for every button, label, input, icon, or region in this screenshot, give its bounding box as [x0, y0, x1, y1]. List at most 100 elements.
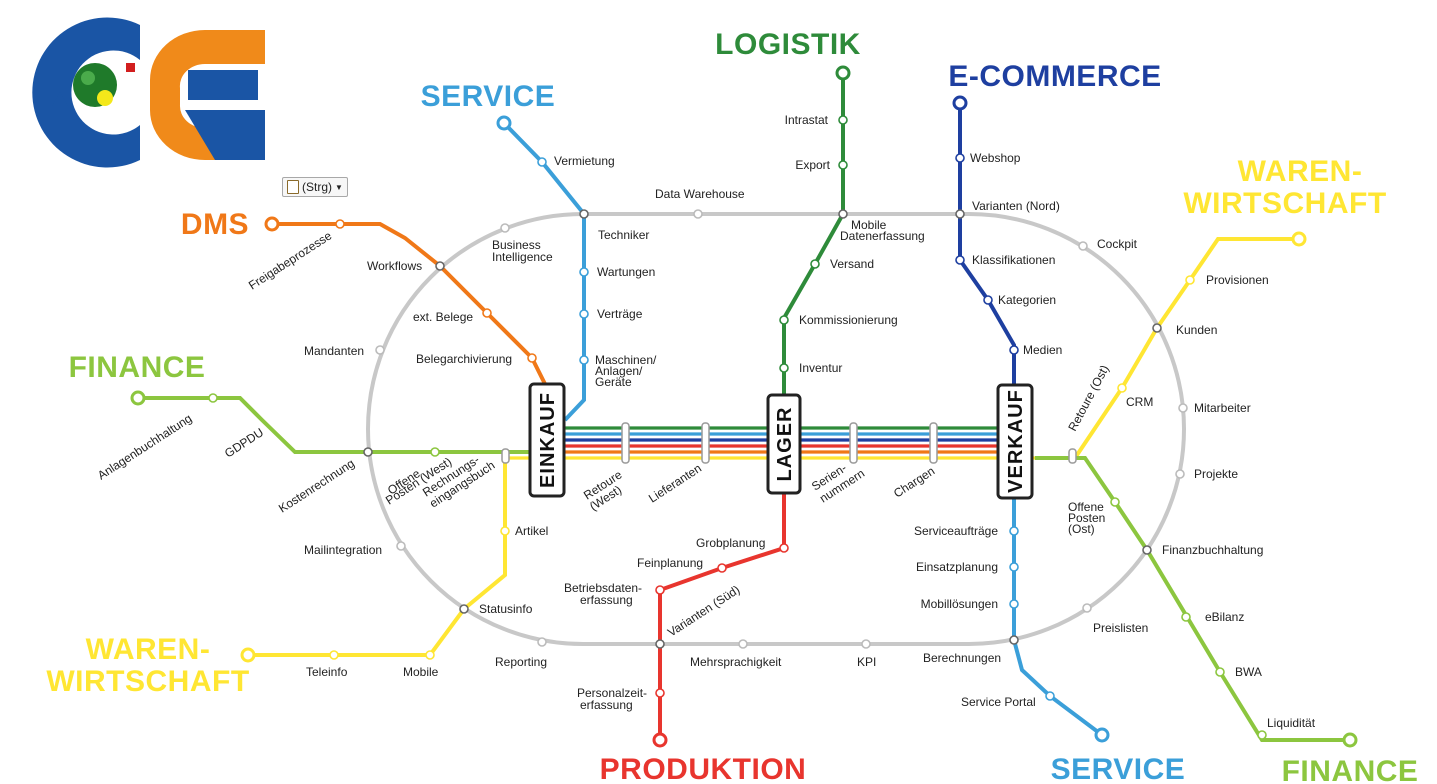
station-chargen: Chargen: [891, 464, 937, 501]
station-versand: Versand: [830, 257, 874, 271]
station-ext-belege: ext. Belege: [413, 310, 473, 324]
station-mobile-dat-2: Datenerfassung: [840, 229, 925, 243]
station-webshop: Webshop: [970, 151, 1021, 165]
station-provisionen: Provisionen: [1206, 273, 1269, 287]
station-lieferanten: Lieferanten: [646, 461, 704, 505]
station-teleinfo: Teleinfo: [306, 665, 348, 679]
station-liquiditaet: Liquidität: [1267, 716, 1316, 730]
terminal-stations: [130, 65, 1358, 748]
title-dms: DMS: [181, 208, 249, 241]
hub-verkauf-label: VERKAUF: [1005, 389, 1027, 493]
station-gdpdu: GDPDU: [222, 425, 266, 460]
station-inventur: Inventur: [799, 361, 842, 375]
title-ecommerce: E-COMMERCE: [948, 60, 1161, 93]
title-finance-left: FINANCE: [69, 351, 206, 384]
station-pze-2: erfassung: [580, 698, 633, 712]
paste-options-button[interactable]: (Strg) ▼: [282, 177, 348, 197]
title-waren-left-1: WAREN-: [86, 633, 211, 666]
paste-options-label: (Strg): [302, 180, 332, 194]
station-workflows: Workflows: [367, 259, 422, 273]
station-kunden: Kunden: [1176, 323, 1217, 337]
station-mailintegration: Mailintegration: [304, 543, 382, 557]
station-kommissionierung: Kommissionierung: [799, 313, 898, 327]
station-kpi: KPI: [857, 655, 876, 669]
station-maschinen-1: Maschinen/: [595, 353, 657, 367]
station-artikel: Artikel: [515, 524, 548, 538]
station-bi-1: Business: [492, 238, 541, 252]
company-logo: [32, 17, 265, 168]
hub-lager: LAGER: [766, 393, 802, 495]
station-varianten-sued: Varianten (Süd): [665, 582, 742, 639]
station-bde-1: Betriebsdaten-: [564, 581, 642, 595]
station-reporting: Reporting: [495, 655, 547, 669]
station-mitarbeiter: Mitarbeiter: [1194, 401, 1251, 415]
title-logistik: LOGISTIK: [715, 28, 861, 61]
hub-einkauf-label: EINKAUF: [537, 392, 559, 488]
station-klassifikationen: Klassifikationen: [972, 253, 1055, 267]
title-waren-left-2: WIRTSCHAFT: [46, 665, 249, 698]
station-anlagenbuchhaltung: Anlagenbuchhaltung: [95, 411, 194, 482]
clipboard-icon: [287, 180, 299, 194]
station-einsatzplanung: Einsatzplanung: [916, 560, 998, 574]
station-mobilloesungen: Mobillösungen: [921, 597, 998, 611]
station-bde-2: erfassung: [580, 593, 633, 607]
station-berechnungen: Berechnungen: [923, 651, 1001, 665]
station-freigabeprozesse: Freigabeprozesse: [246, 228, 334, 292]
title-service-bottom: SERVICE: [1051, 753, 1186, 784]
station-mehrsprachigkeit: Mehrsprachigkeit: [690, 655, 782, 669]
station-grobplanung: Grobplanung: [696, 536, 765, 550]
station-mobile-dat-1: Mobile: [851, 218, 887, 232]
station-crm: CRM: [1126, 395, 1153, 409]
title-service-top: SERVICE: [421, 80, 556, 113]
station-op-ost-1: Offene: [1068, 500, 1104, 514]
station-cockpit: Cockpit: [1097, 237, 1138, 251]
station-belegarchivierung: Belegarchivierung: [416, 352, 512, 366]
station-dots: [208, 115, 1267, 740]
station-vertraege: Verträge: [597, 307, 643, 321]
station-op-ost-3: (Ost): [1068, 522, 1095, 536]
station-data-warehouse: Data Warehouse: [655, 187, 745, 201]
finance-line-left: [138, 396, 545, 454]
station-export: Export: [795, 158, 830, 172]
title-waren-right-2: WIRTSCHAFT: [1183, 187, 1386, 220]
station-maschinen-3: Geräte: [595, 375, 632, 389]
station-bwa: BWA: [1235, 665, 1262, 679]
station-techniker: Techniker: [598, 228, 649, 242]
hub-einkauf: EINKAUF: [528, 382, 566, 498]
chevron-down-icon: ▼: [335, 182, 343, 192]
station-vermietung: Vermietung: [554, 154, 615, 168]
station-mandanten: Mandanten: [304, 344, 364, 358]
station-projekte: Projekte: [1194, 467, 1238, 481]
title-produktion: PRODUKTION: [600, 753, 807, 784]
service-line-bottom: [1012, 490, 1104, 737]
station-feinplanung: Feinplanung: [637, 556, 703, 570]
station-medien: Medien: [1023, 343, 1062, 357]
hub-verkauf: VERKAUF: [996, 383, 1034, 500]
station-kategorien: Kategorien: [998, 293, 1056, 307]
produktion-line: [658, 490, 786, 740]
station-wartungen: Wartungen: [597, 265, 655, 279]
station-varianten-nord: Varianten (Nord): [972, 199, 1060, 213]
station-retoure-ost: Retoure (Ost): [1065, 363, 1111, 434]
station-preislisten: Preislisten: [1093, 621, 1148, 635]
trunk-station-markers: [501, 422, 1077, 464]
station-serviceauftraege: Serviceaufträge: [914, 524, 998, 538]
title-finance-right: FINANCE: [1282, 755, 1419, 784]
hub-lager-label: LAGER: [774, 407, 796, 482]
station-mobile: Mobile: [403, 665, 439, 679]
station-maschinen-2: Anlagen/: [595, 364, 643, 378]
station-op-ost-2: Posten: [1068, 511, 1105, 525]
station-bi-2: Intelligence: [492, 250, 553, 264]
station-statusinfo: Statusinfo: [479, 602, 533, 616]
station-finanzbuchhaltung: Finanzbuchhaltung: [1162, 543, 1263, 557]
station-kostenrechnung: Kostenrechnung: [276, 456, 357, 515]
station-service-portal: Service Portal: [961, 695, 1036, 709]
station-pze-1: Personalzeit-: [577, 686, 647, 700]
station-ebilanz: eBilanz: [1205, 610, 1244, 624]
station-labels: Vermietung Data Warehouse Techniker Wart…: [95, 113, 1316, 730]
ring-line: [366, 212, 1186, 646]
title-waren-right-1: WAREN-: [1238, 155, 1363, 188]
ecommerce-line: [958, 103, 1016, 385]
station-intrastat: Intrastat: [785, 113, 829, 127]
